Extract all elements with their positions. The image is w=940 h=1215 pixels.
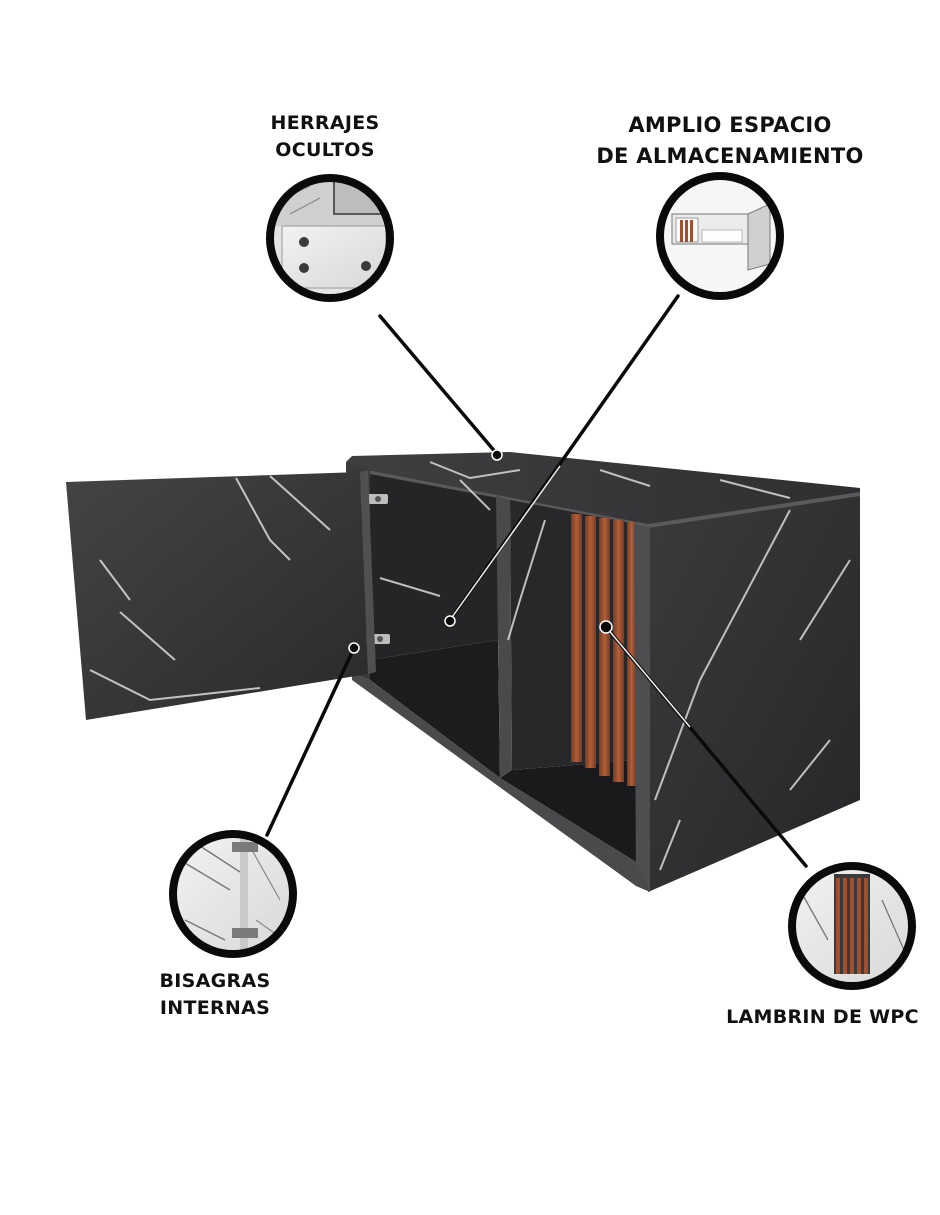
cabinet-front-right-edge: [634, 524, 650, 892]
label-hinges: BISAGRAS INTERNAS: [140, 968, 290, 1022]
label-hidden-hardware-line1: HERRAJES: [270, 112, 380, 134]
wpc-slats: [571, 514, 636, 786]
cabinet-interior-back: [370, 474, 498, 660]
label-hidden-hardware-line2: OCULTOS: [275, 139, 375, 161]
label-storage-line1: AMPLIO ESPACIO: [628, 113, 832, 137]
label-storage-line2: DE ALMACENAMIENTO: [596, 144, 864, 168]
label-hinges-line2: INTERNAS: [159, 997, 271, 1019]
label-wpc-line1: LAMBRIN DE WPC: [726, 1006, 919, 1028]
label-hinges-line1: BISAGRAS: [159, 970, 271, 992]
leader-line-highlights: [449, 465, 691, 728]
label-wpc: LAMBRIN DE WPC: [715, 1004, 930, 1031]
leader-point-hinges: [348, 642, 360, 654]
label-storage: AMPLIO ESPACIO DE ALMACENAMIENTO: [580, 110, 880, 172]
leader-point-hardware: [491, 449, 503, 461]
leader-line-hinges: [265, 646, 356, 837]
leader-point-wpc: [599, 620, 613, 634]
hidden-hardware-detail-icon: [266, 174, 394, 302]
cabinet: [344, 452, 860, 892]
cabinet-top: [346, 452, 860, 528]
cabinet-interior-floor-right: [500, 760, 636, 862]
cabinet-door: [66, 470, 376, 720]
marble-veins: [379, 461, 851, 871]
wpc-detail-icon: [788, 862, 916, 990]
storage-detail-icon: [656, 172, 784, 300]
cabinet-interior-floor-left: [370, 640, 500, 778]
leader-point-storage: [444, 615, 456, 627]
cabinet-side-panel: [648, 496, 860, 892]
label-hidden-hardware: HERRAJES OCULTOS: [250, 110, 400, 164]
leader-line-hardware: [378, 314, 499, 456]
cabinet-bottom-edge: [352, 674, 650, 892]
cabinet-divider: [496, 496, 512, 778]
hinge-detail-icon: [169, 830, 297, 958]
leader-points: [348, 449, 613, 654]
